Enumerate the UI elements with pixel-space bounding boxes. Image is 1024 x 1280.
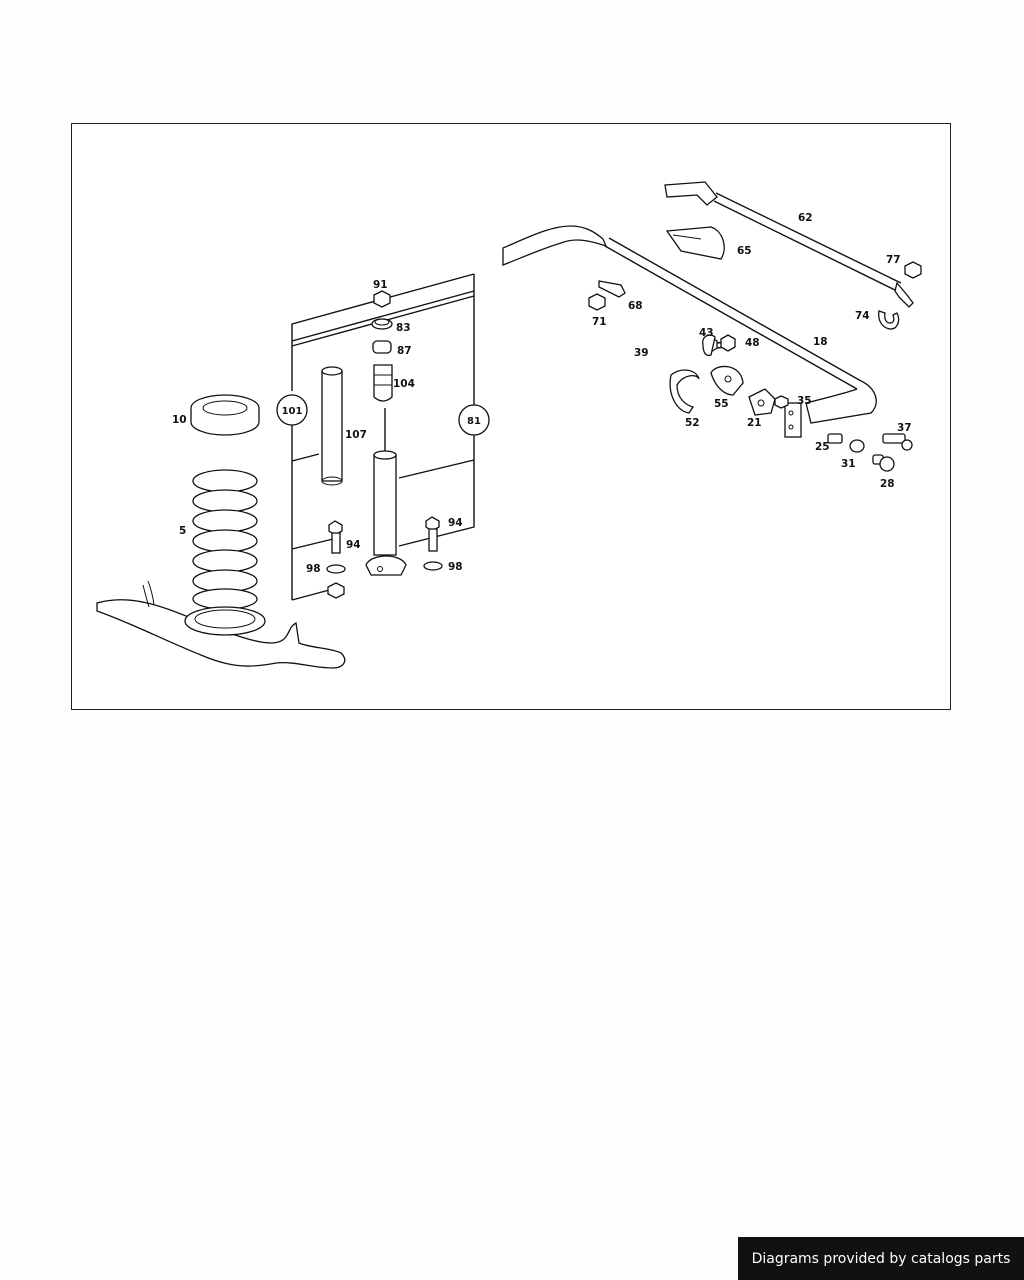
part-label-25: 25 bbox=[815, 441, 830, 453]
part-label-83: 83 bbox=[396, 322, 411, 334]
group-callout-101: 101 bbox=[276, 394, 308, 426]
part-label-21: 21 bbox=[747, 417, 762, 429]
group-81-label: 81 bbox=[467, 416, 481, 427]
part-label-98-left: 98 bbox=[306, 563, 321, 575]
part-labels: 5 10 18 21 25 28 31 35 37 39 43 48 52 55… bbox=[172, 212, 912, 575]
spring-pad bbox=[190, 394, 260, 436]
parts-diagram: 101 81 5 10 18 21 25 28 31 35 37 39 43 4… bbox=[96, 181, 922, 669]
part-label-71: 71 bbox=[592, 316, 607, 328]
part-label-5: 5 bbox=[179, 525, 186, 537]
part-label-43: 43 bbox=[699, 327, 714, 339]
part-label-77: 77 bbox=[886, 254, 901, 266]
group-callout-81: 81 bbox=[458, 404, 490, 436]
part-label-18: 18 bbox=[813, 336, 828, 348]
part-label-87: 87 bbox=[397, 345, 412, 357]
part-label-74: 74 bbox=[855, 310, 870, 322]
link-rod bbox=[664, 181, 914, 308]
part-label-68: 68 bbox=[628, 300, 643, 312]
group-101-label: 101 bbox=[282, 406, 303, 417]
part-label-94-right: 94 bbox=[448, 517, 463, 529]
part-label-55: 55 bbox=[714, 398, 729, 410]
coil-spring bbox=[192, 469, 258, 610]
part-label-98-right: 98 bbox=[448, 561, 463, 573]
part-label-35: 35 bbox=[797, 395, 812, 407]
lower-control-arm bbox=[96, 580, 346, 669]
anti-roll-bar bbox=[502, 225, 877, 438]
part-label-31: 31 bbox=[841, 458, 856, 470]
part-label-104: 104 bbox=[393, 378, 415, 390]
shock-top-hardware bbox=[371, 290, 393, 402]
cover-65 bbox=[665, 226, 725, 260]
small-parts bbox=[588, 261, 922, 472]
part-label-10: 10 bbox=[172, 414, 187, 426]
part-label-39: 39 bbox=[634, 347, 649, 359]
part-label-91: 91 bbox=[373, 279, 388, 291]
part-label-94-left: 94 bbox=[346, 539, 361, 551]
shock-absorber bbox=[365, 408, 407, 576]
part-label-62: 62 bbox=[798, 212, 813, 224]
bump-stop-tube bbox=[321, 366, 343, 486]
part-label-48: 48 bbox=[745, 337, 760, 349]
footer-credit: Diagrams provided by catalogs parts bbox=[738, 1237, 1024, 1280]
part-label-52: 52 bbox=[685, 417, 700, 429]
part-label-107: 107 bbox=[345, 429, 367, 441]
part-label-37: 37 bbox=[897, 422, 912, 434]
part-label-65: 65 bbox=[737, 245, 752, 257]
group-bracket-lines bbox=[291, 273, 475, 601]
part-label-28: 28 bbox=[880, 478, 895, 490]
mount-bolts bbox=[326, 516, 443, 599]
